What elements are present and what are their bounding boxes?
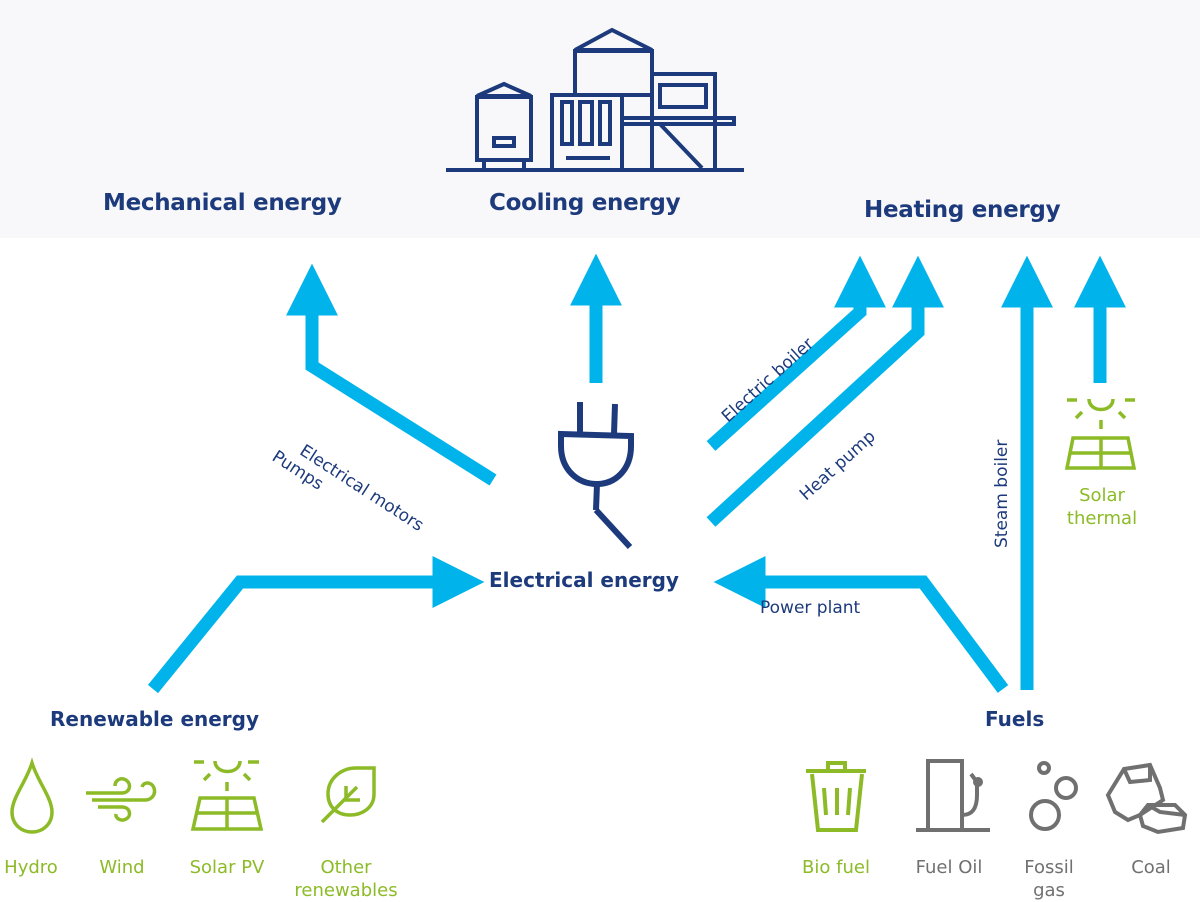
fuel-pump-icon bbox=[916, 759, 990, 832]
leaf-icon bbox=[320, 766, 376, 824]
fossil-gas-label: Fossil gas bbox=[1012, 856, 1086, 902]
arrow-motors bbox=[286, 263, 497, 486]
bin-icon bbox=[806, 761, 866, 832]
fossil-gas-line2: gas bbox=[1033, 880, 1065, 901]
heating-energy-label: Heating energy bbox=[864, 197, 1061, 223]
fuel-oil-label: Fuel Oil bbox=[915, 857, 983, 878]
coal-icon bbox=[1105, 762, 1188, 835]
fuels-label: Fuels bbox=[985, 707, 1045, 731]
hydro-label: Hydro bbox=[4, 857, 58, 878]
renewable-energy-label: Renewable energy bbox=[50, 707, 260, 731]
solar-panel-icon bbox=[190, 760, 264, 831]
wind-label: Wind bbox=[99, 857, 145, 878]
gas-bubbles-icon bbox=[1029, 761, 1078, 831]
plug-icon bbox=[558, 402, 634, 550]
solar-pv-label: Solar PV bbox=[189, 857, 265, 878]
fossil-gas-line1: Fossil bbox=[1024, 857, 1074, 878]
solar-thermal-label: Solar thermal bbox=[1062, 484, 1142, 530]
water-drop-icon bbox=[10, 757, 54, 834]
arrow-renewable bbox=[147, 556, 485, 694]
mechanical-energy-label: Mechanical energy bbox=[103, 190, 342, 216]
other-renewables-label: Other renewables bbox=[284, 856, 408, 902]
other-renewables-line2: renewables bbox=[294, 880, 398, 901]
other-renewables-line1: Other bbox=[320, 857, 372, 878]
electrical-energy-label: Electrical energy bbox=[489, 568, 679, 592]
solar-thermal-icon bbox=[1064, 398, 1137, 470]
solar-thermal-line2: thermal bbox=[1066, 508, 1138, 529]
factory-icon bbox=[446, 27, 744, 172]
power-plant-label: Power plant bbox=[760, 598, 861, 618]
cooling-energy-label: Cooling energy bbox=[489, 190, 681, 216]
steam-boiler-label: Steam boiler bbox=[992, 439, 1012, 548]
arrow-electric-boiler bbox=[706, 255, 886, 451]
arrow-heat-pump bbox=[706, 255, 944, 527]
arrow-power-plant bbox=[713, 556, 1009, 693]
bio-fuel-label: Bio fuel bbox=[802, 857, 870, 878]
solar-thermal-line1: Solar bbox=[1079, 485, 1125, 506]
wind-icon bbox=[86, 777, 157, 822]
coal-label: Coal bbox=[1131, 857, 1171, 878]
